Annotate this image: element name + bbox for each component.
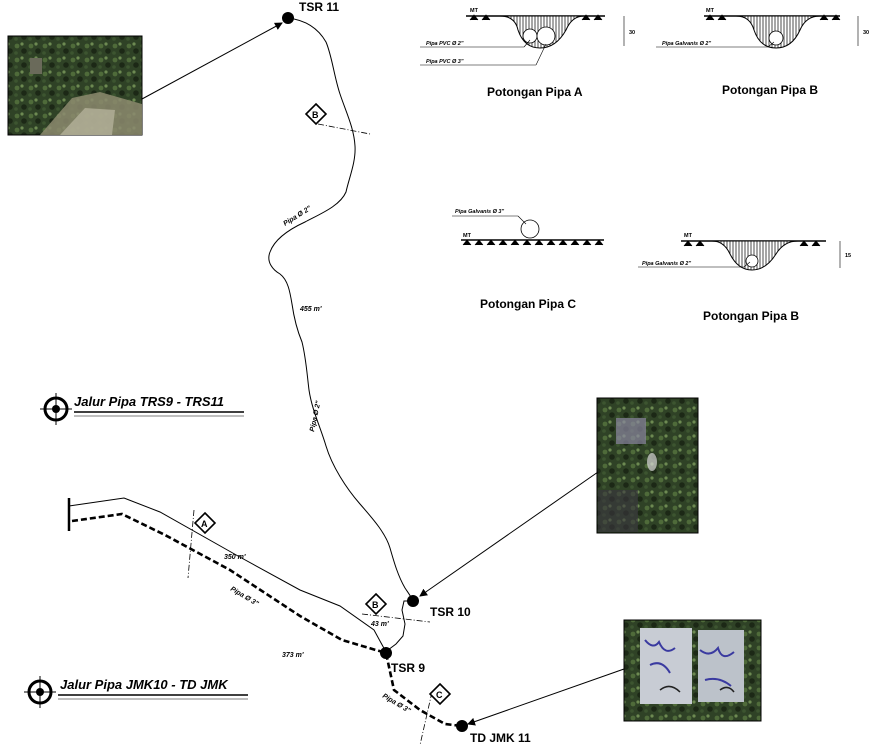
section-a-note1: Pipa PVC Ø 2": [426, 41, 464, 47]
node-tdjmk11-marker: [456, 720, 468, 732]
section-a-title: Potongan Pipa A: [487, 85, 583, 99]
section-c-title: Potongan Pipa C: [480, 297, 576, 311]
section-marker-a-letter: A: [201, 519, 208, 529]
section-a-note2: Pipa PVC Ø 3": [426, 59, 464, 65]
section-marker-a[interactable]: A: [187, 509, 217, 579]
pipe-route-lower-solid: [68, 497, 387, 653]
node-tsr11-label: TSR 11: [299, 0, 339, 14]
section-b-top-title: Potongan Pipa B: [722, 83, 818, 97]
node-tdjmk11-label: TD JMK 11: [470, 731, 531, 745]
pipe-route-lower-dashed: [71, 512, 463, 728]
photo-river-site: [7, 35, 143, 136]
section-marker-b-top[interactable]: B: [304, 102, 371, 135]
section-marker-c-letter: C: [436, 690, 443, 700]
route-title-upper: Jalur Pipa TRS9 - TRS11: [40, 393, 244, 425]
section-b-mid-depth: 15: [845, 253, 851, 259]
node-tsr10-label: TSR 10: [430, 605, 471, 619]
photo-tank-site: [623, 619, 762, 722]
section-b-top-depth: 30: [863, 30, 869, 36]
section-a-ground: MT: [470, 8, 479, 14]
pipe-route-tsr10-tsr9: [387, 600, 413, 651]
section-c-ground: MT: [463, 233, 472, 239]
node-tsr10[interactable]: TSR 10: [407, 595, 471, 619]
pipe-label-upper-2: Pipa Ø 2": [309, 400, 323, 433]
node-tsr11[interactable]: TSR 11: [282, 0, 339, 24]
section-marker-b-mid-letter: B: [372, 600, 379, 610]
section-c-note: Pipa Galvanis Ø 3": [455, 209, 504, 215]
photo-pointer-tsr10: [419, 471, 599, 597]
section-b-mid-note: Pipa Galvanis Ø 2": [642, 261, 691, 267]
section-c: MT Pipa Galvanis Ø 3" Potongan Pipa C: [452, 209, 604, 311]
section-b-mid-ground: MT: [684, 233, 693, 239]
length-43: 43 m': [370, 621, 389, 628]
pipe-route-upper: [268, 17, 414, 602]
photo-vegetation-site: [596, 397, 699, 534]
section-b-mid: MT Pipa Galvanis Ø 2" 15 Potongan Pipa B: [638, 233, 851, 323]
pipe-label-lower-2: Pipa Ø 3": [381, 693, 412, 715]
route-title-lower: Jalur Pipa JMK10 - TD JMK: [24, 676, 248, 708]
pipe-label-lower-1: Pipa Ø 3": [229, 586, 260, 608]
section-b-top-note: Pipa Galvanis Ø 2": [662, 41, 711, 47]
photo-pointer-tdjmk11: [467, 668, 625, 726]
section-b-top-ground: MT: [706, 8, 715, 14]
section-b-top: MT Pipa Galvanis Ø 2" 30 Potongan Pipa B: [656, 8, 869, 97]
pipe-label-upper-1: Pipa Ø 2": [282, 205, 313, 228]
node-tsr9-marker: [380, 647, 392, 659]
route-title-upper-text: Jalur Pipa TRS9 - TRS11: [74, 394, 224, 409]
node-tsr10-marker: [407, 595, 419, 607]
section-marker-b-top-letter: B: [312, 110, 319, 120]
section-marker-c[interactable]: C: [419, 682, 452, 746]
node-tdjmk11[interactable]: TD JMK 11: [456, 720, 531, 745]
node-tsr9-label: TSR 9: [391, 661, 425, 675]
photo-pointer-tsr11: [141, 22, 283, 100]
section-a-depth: 30: [629, 30, 635, 36]
length-350: 350 m': [224, 554, 246, 561]
length-455: 455 m': [299, 306, 322, 313]
length-373: 373 m': [282, 652, 304, 659]
route-title-lower-text: Jalur Pipa JMK10 - TD JMK: [60, 677, 229, 692]
section-b-mid-title: Potongan Pipa B: [703, 309, 799, 323]
section-marker-b-mid[interactable]: B: [361, 592, 431, 623]
node-tsr9[interactable]: TSR 9: [380, 647, 425, 675]
node-tsr11-marker: [282, 12, 294, 24]
section-a: MT Pipa PVC Ø 2" Pipa PVC Ø 3" 30 Potong…: [420, 8, 635, 99]
